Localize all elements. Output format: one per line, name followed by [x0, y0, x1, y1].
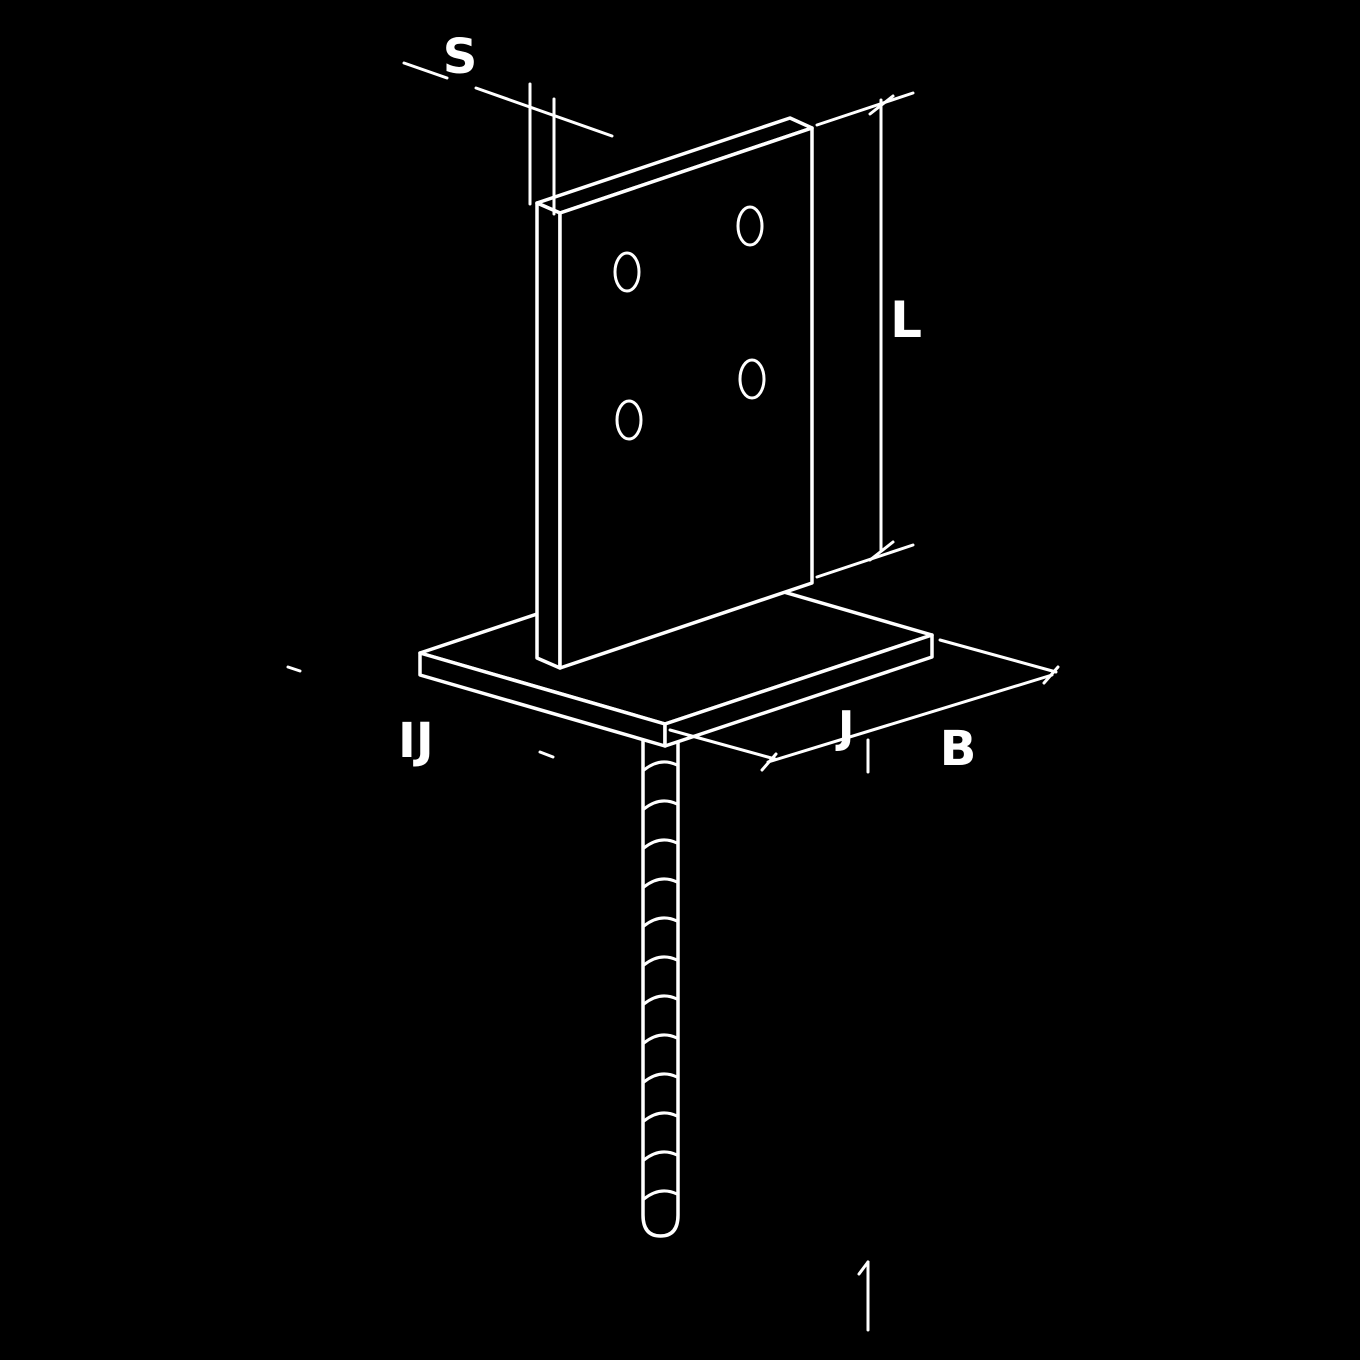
dimension-l-extension-top [815, 91, 915, 127]
dimension-b-tick-right [1042, 665, 1060, 685]
dimension-l: L [815, 91, 922, 579]
bolt-hole [613, 251, 641, 293]
anchor-rod [641, 703, 680, 1238]
bolt-hole [736, 205, 764, 247]
anchor-rod-ribs [642, 760, 679, 1201]
partial-annotations: IJ J [286, 665, 870, 1332]
dimension-l-label: L [890, 291, 922, 349]
dimension-s-leader-left [402, 61, 449, 80]
dimension-b: B [668, 638, 1060, 777]
dimension-l-tick-top [868, 94, 895, 116]
vertical-plate-side-face [535, 201, 562, 670]
rod-dimension-arrow-fragment [857, 1260, 870, 1276]
bolt-hole [615, 399, 643, 441]
dimension-b-label: B [940, 721, 977, 777]
dimension-s-leader-right [474, 86, 614, 138]
base-plate [418, 562, 934, 748]
dimension-s: S [402, 29, 614, 216]
dimension-l-tick-bottom [868, 540, 895, 562]
dimension-b-extension-right [938, 638, 1058, 674]
vertical-plate [535, 116, 814, 670]
dimension-b-extension-left [668, 728, 777, 761]
stray-mark-left [286, 665, 302, 673]
dimension-b-tick-left [760, 752, 778, 772]
left-partial-label: IJ [398, 713, 434, 769]
base-plate-right-edge-face [663, 633, 934, 748]
tick-partial-label: J [835, 702, 854, 753]
stray-mark-center [538, 750, 555, 759]
anchor-rod-body [641, 703, 680, 1238]
dimension-s-label: S [443, 29, 478, 85]
dimension-b-line [766, 673, 1054, 764]
bolt-hole [738, 358, 766, 400]
vertical-plate-front-face [558, 126, 814, 670]
dimension-l-extension-bottom [815, 543, 915, 579]
